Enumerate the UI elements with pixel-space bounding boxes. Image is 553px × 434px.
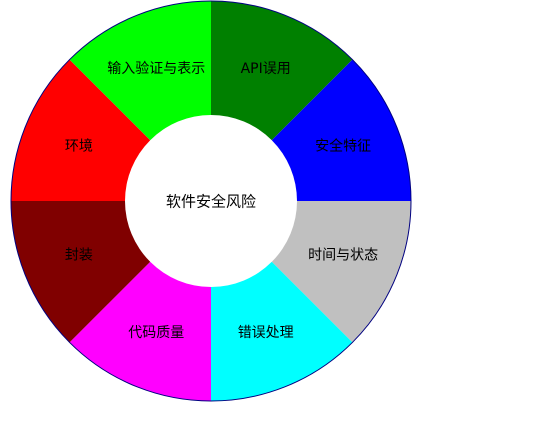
segment-label: 代码质量 [128,325,184,341]
segment-label: 环境 [65,138,93,154]
segment-label: 时间与状态 [308,248,378,264]
segment-label: 输入验证与表示 [107,61,205,77]
segment-label: 安全特征 [315,137,371,154]
outer-ring-outline [10,0,412,402]
center-circle [125,115,297,287]
center-label: 软件安全风险 [166,193,256,211]
segment-label: 封装 [65,248,93,264]
segment-label: 错误处理 [238,325,294,341]
segment-label: API误用 [241,61,291,77]
